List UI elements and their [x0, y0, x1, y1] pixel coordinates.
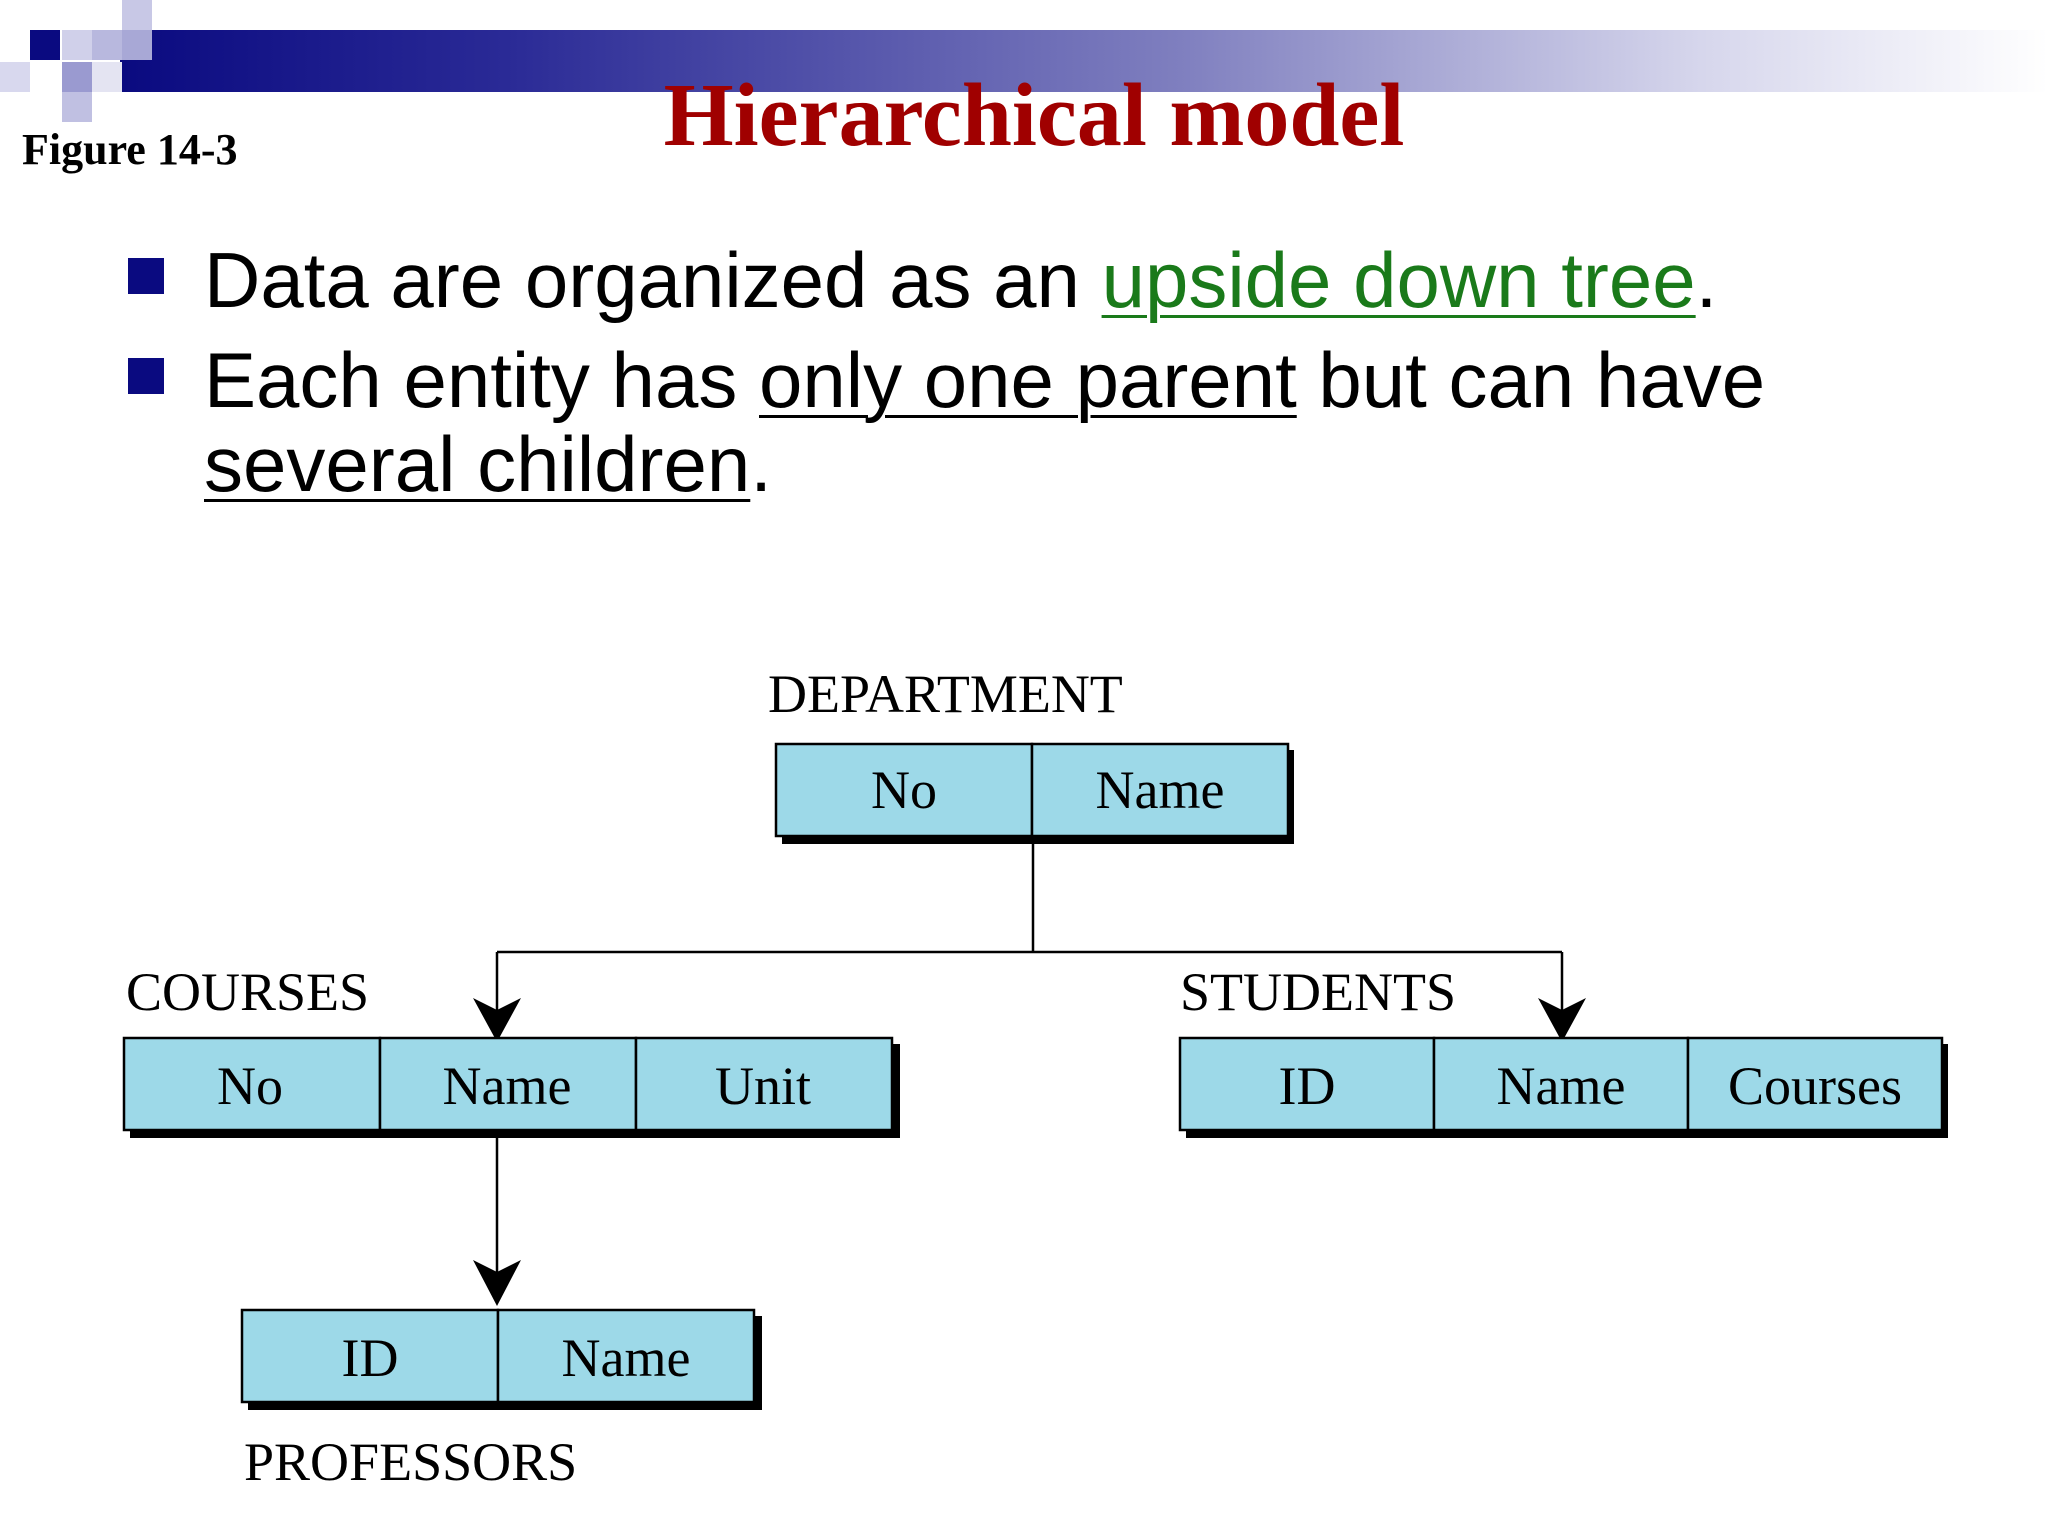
- bullet-text: .: [750, 420, 772, 508]
- arrowheads: [473, 998, 1586, 1306]
- field-cell: [378, 1036, 638, 1132]
- bullet-square-icon: [128, 258, 164, 294]
- bullet-text: Data are organized as an: [204, 236, 1102, 324]
- field-cell: [240, 1308, 500, 1404]
- bullet-item: Data are organized as an upside down tre…: [128, 238, 2008, 322]
- field-label: ID: [1279, 1056, 1336, 1116]
- field-cell: [1686, 1036, 1944, 1132]
- entity-students: ID Name Courses: [1178, 1036, 1948, 1138]
- entity-label-courses: COURSES: [126, 962, 369, 1022]
- bullet-emphasis-one-parent: only one parent: [759, 336, 1297, 424]
- entity-courses: No Name Unit: [122, 1036, 900, 1138]
- field-label: No: [871, 760, 937, 820]
- bullet-text: but can have: [1296, 336, 1766, 424]
- field-cell: [496, 1308, 756, 1404]
- arrowhead-professors-icon: [473, 1260, 521, 1306]
- bullet-text: Each entity has: [204, 336, 759, 424]
- connector-lines: [495, 840, 1564, 1290]
- bullet-list: Data are organized as an upside down tre…: [128, 238, 2008, 522]
- entity-label-department: DEPARTMENT: [768, 664, 1123, 724]
- arrowhead-students-icon: [1538, 998, 1586, 1042]
- bullet-square-icon: [128, 358, 164, 394]
- field-cell: [634, 1036, 894, 1132]
- title-bar-gradient: [120, 30, 2048, 92]
- logo-squares-icon: [0, 0, 152, 122]
- bullet-item: Each entity has only one parent but can …: [128, 338, 2008, 506]
- field-label: No: [217, 1056, 283, 1116]
- field-label: Unit: [715, 1056, 811, 1116]
- bullet-link-upside-down-tree[interactable]: upside down tree: [1101, 236, 1696, 324]
- entity-label-professors: PROFESSORS: [244, 1432, 577, 1492]
- field-label: Name: [443, 1056, 572, 1116]
- field-cell: [1030, 742, 1290, 838]
- field-label: Name: [1497, 1056, 1626, 1116]
- field-label: Name: [1096, 760, 1225, 820]
- field-label: Name: [562, 1328, 691, 1388]
- entity-department: No Name: [774, 742, 1294, 844]
- bullet-text: .: [1695, 236, 1718, 324]
- entity-label-students: STUDENTS: [1180, 962, 1456, 1022]
- field-label: ID: [342, 1328, 399, 1388]
- field-cell: [1178, 1036, 1436, 1132]
- figure-label: Figure 14-3: [22, 125, 238, 174]
- slide-title: Hierarchical model: [663, 66, 1405, 165]
- field-label: Courses: [1728, 1056, 1902, 1116]
- field-cell: [774, 742, 1034, 838]
- entity-professors: ID Name: [240, 1308, 762, 1410]
- field-cell: [1432, 1036, 1690, 1132]
- arrowhead-courses-icon: [473, 998, 521, 1042]
- bullet-emphasis-several-children: several children: [204, 420, 751, 508]
